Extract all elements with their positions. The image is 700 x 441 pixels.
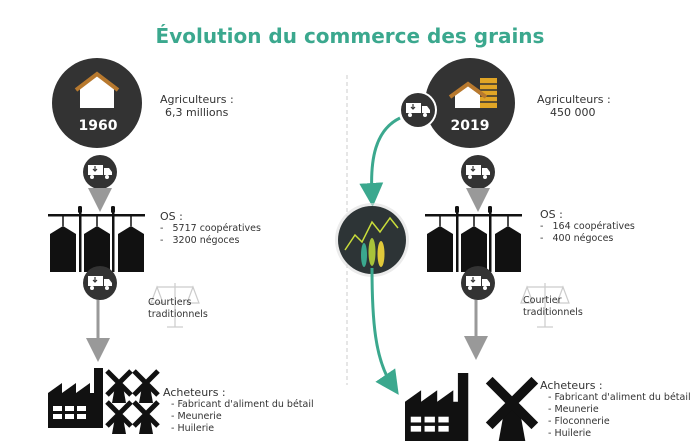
buyers-label: Acheteurs : — [540, 379, 603, 392]
truck-icon — [460, 265, 496, 301]
truck-icon — [82, 154, 118, 190]
truck-icon — [460, 154, 496, 190]
os-2019: OS : - 164 coopératives - 400 négoces — [540, 208, 635, 245]
farmers-value: 450 000 — [550, 106, 596, 119]
silos-icon — [47, 205, 146, 273]
grain-market-icon — [335, 203, 409, 277]
buyer-item: - Huilerie — [548, 428, 592, 439]
farmers-label: Agriculteurs : — [160, 93, 234, 106]
flow-arrow — [359, 116, 401, 207]
farmers-value: 6,3 millions — [165, 106, 229, 119]
factory-icon — [405, 373, 469, 441]
farmers-label: Agriculteurs : — [537, 93, 611, 106]
buyer-item: - Floconnerie — [548, 416, 610, 427]
windmill-icon — [489, 380, 535, 441]
brokers-line: traditionnels — [148, 309, 208, 320]
buyer-item: - Fabricant d'aliment du bétail — [171, 399, 314, 410]
farm-1960-icon — [52, 58, 142, 148]
brokers-1960: Courtiers traditionnels — [148, 297, 208, 321]
os-item: - 400 négoces — [540, 233, 614, 244]
brokers-line: Courtiers — [148, 297, 192, 308]
os-item: - 3200 négoces — [160, 235, 240, 246]
brokers-line: Courtier — [523, 295, 562, 306]
truck-icon — [82, 265, 118, 301]
year-1960: 1960 — [78, 118, 118, 134]
os-item: - 5717 coopératives — [160, 223, 261, 234]
os-label: OS : — [540, 208, 563, 221]
buyers-1960: Acheteurs : - Fabricant d'aliment du bét… — [163, 386, 314, 435]
windmill-icon — [107, 371, 131, 403]
silos-icon — [424, 205, 523, 273]
truck-outbound-icon — [399, 91, 437, 129]
buyers-label: Acheteurs : — [163, 386, 226, 399]
os-label: OS : — [160, 210, 183, 223]
farmers-1960: Agriculteurs : 6,3 millions — [160, 93, 234, 119]
buyer-item: - Fabricant d'aliment du bétail — [548, 392, 691, 403]
buyer-item: - Meunerie — [548, 404, 599, 415]
os-item: - 164 coopératives — [540, 221, 635, 232]
windmill-icon — [134, 402, 158, 434]
os-1960: OS : - 5717 coopératives - 3200 négoces — [160, 210, 261, 247]
factory-icon — [48, 368, 103, 428]
farmers-2019: Agriculteurs : 450 000 — [537, 93, 611, 119]
windmill-icon — [107, 402, 131, 434]
brokers-2019: Courtier traditionnels — [523, 295, 583, 319]
brokers-line: traditionnels — [523, 307, 583, 318]
buyer-item: - Huilerie — [171, 423, 215, 434]
buyer-item: - Meunerie — [171, 411, 222, 422]
year-2019: 2019 — [450, 118, 490, 134]
page-title: Évolution du commerce des grains — [155, 24, 545, 48]
windmill-icon — [134, 371, 158, 403]
flow-arrow — [370, 267, 399, 395]
buyers-2019: Acheteurs : - Fabricant d'aliment du bét… — [540, 379, 691, 440]
farm-2019-icon — [425, 58, 515, 148]
